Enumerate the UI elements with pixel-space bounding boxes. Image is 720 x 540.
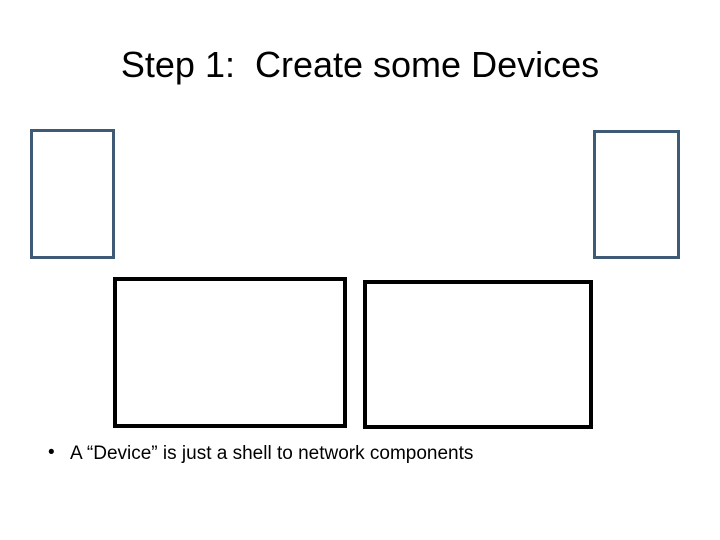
bullet-text: A “Device” is just a shell to network co… bbox=[70, 443, 474, 464]
component-box-right bbox=[363, 280, 593, 429]
device-box-left bbox=[30, 129, 115, 259]
device-box-right bbox=[593, 130, 680, 259]
slide-title: Step 1: Create some Devices bbox=[120, 44, 600, 85]
component-box-left bbox=[113, 277, 347, 428]
bullet-marker: • bbox=[48, 442, 55, 463]
